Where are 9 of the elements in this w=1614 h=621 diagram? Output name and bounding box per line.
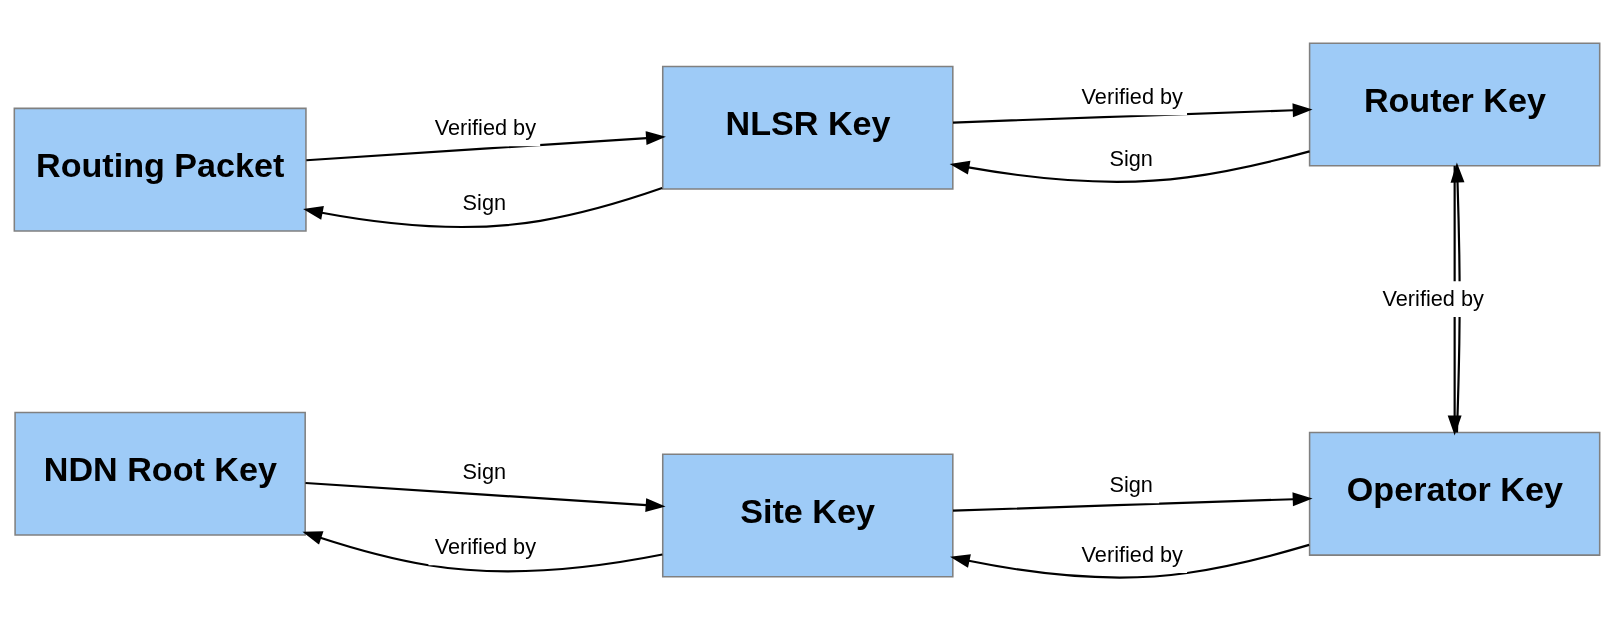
edge-label: Verified by xyxy=(434,115,537,141)
edge-label: Verified by xyxy=(434,533,537,559)
edge-label: Sign xyxy=(462,189,507,215)
edge-label: Sign xyxy=(1109,146,1153,172)
edge-label: Verified by xyxy=(1081,84,1183,110)
edge-label: Verified by xyxy=(1382,285,1484,311)
edge-label: Verified by xyxy=(1081,541,1183,567)
edge-label: Sign xyxy=(462,459,507,485)
edge-label: Sign xyxy=(1109,471,1153,497)
